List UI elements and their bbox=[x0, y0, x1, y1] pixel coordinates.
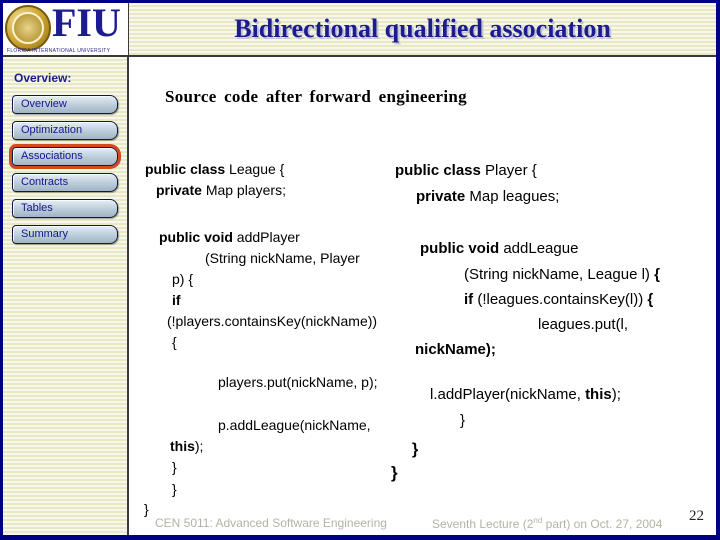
code-line: public class League { bbox=[145, 161, 284, 178]
code-line: this); bbox=[170, 438, 203, 455]
code-text: leagues.put(l, bbox=[538, 316, 629, 333]
code-line: } bbox=[172, 459, 177, 476]
sidebar-item-summary[interactable]: Summary bbox=[12, 225, 118, 244]
code-line: } bbox=[460, 412, 465, 430]
footer-lecture-pre: Seventh Lecture (2 bbox=[432, 517, 534, 531]
code-line: public void addPlayer bbox=[159, 229, 300, 246]
code-text: } bbox=[460, 412, 466, 429]
content-heading: Source code after forward engineering bbox=[165, 87, 467, 106]
code-text: (!players.containsKey(nickName)) bbox=[167, 313, 378, 329]
code-line: (String nickName, League l) { bbox=[464, 266, 660, 284]
code-keyword: if bbox=[464, 291, 478, 308]
code-line: public void addLeague bbox=[420, 240, 578, 258]
code-line: private Map leagues; bbox=[416, 188, 559, 206]
code-text: { bbox=[172, 334, 177, 350]
header-band: FIU FLORIDA INTERNATIONAL UNIVERSITY Bid… bbox=[3, 3, 716, 57]
code-line: } bbox=[144, 501, 149, 518]
fiu-logo: FIU FLORIDA INTERNATIONAL UNIVERSITY bbox=[3, 3, 129, 55]
code-line: p.addLeague(nickName, bbox=[218, 417, 371, 434]
code-line: } bbox=[172, 481, 177, 498]
sidebar-item-tables[interactable]: Tables bbox=[12, 199, 118, 218]
footer-lecture: Seventh Lecture (2nd part) on Oct. 27, 2… bbox=[432, 516, 662, 531]
code-line: (String nickName, Player bbox=[205, 250, 360, 267]
sidebar-item-associations[interactable]: Associations bbox=[12, 147, 118, 166]
code-line: p) { bbox=[172, 271, 193, 288]
main-content: Source code after forward engineering pu… bbox=[129, 57, 716, 535]
code-text: p) { bbox=[172, 271, 194, 287]
code-keyword: if bbox=[172, 292, 181, 308]
code-text: Map leagues; bbox=[469, 188, 560, 205]
code-text: (String nickName, League l) bbox=[464, 266, 655, 283]
code-keyword: } bbox=[391, 463, 398, 482]
code-text: players.put(nickName, p); bbox=[218, 374, 378, 390]
sidebar-label: Overview: bbox=[14, 71, 72, 85]
code-keyword: public void bbox=[159, 229, 237, 245]
code-line: } bbox=[412, 440, 418, 459]
sidebar-item-optimization[interactable]: Optimization bbox=[12, 121, 118, 140]
footer-course: CEN 5011: Advanced Software Engineering bbox=[155, 516, 387, 530]
code-line: players.put(nickName, p); bbox=[218, 374, 378, 391]
university-seal-icon bbox=[5, 5, 51, 51]
logo-text: FIU bbox=[52, 3, 121, 43]
logo-acronym: FIU bbox=[52, 0, 121, 45]
sidebar-item-contracts[interactable]: Contracts bbox=[12, 173, 118, 192]
code-keyword: private bbox=[156, 182, 206, 198]
code-text: (String nickName, Player bbox=[205, 250, 360, 266]
code-text: ); bbox=[611, 386, 621, 403]
code-line: leagues.put(l, bbox=[538, 316, 628, 334]
code-line: (!players.containsKey(nickName)) bbox=[167, 313, 377, 330]
code-text: } bbox=[172, 459, 177, 475]
code-text: } bbox=[144, 501, 149, 517]
code-text: ); bbox=[194, 438, 204, 454]
code-keyword: { bbox=[654, 266, 660, 283]
footer-lecture-post: part) on Oct. 27, 2004 bbox=[542, 517, 663, 531]
page-number: 22 bbox=[689, 508, 704, 524]
logo-subtext: FLORIDA INTERNATIONAL UNIVERSITY bbox=[7, 48, 111, 54]
code-keyword: nickName); bbox=[415, 341, 496, 358]
code-keyword: this bbox=[170, 438, 195, 454]
code-keyword: } bbox=[412, 441, 419, 458]
code-text: Map players; bbox=[205, 182, 286, 198]
code-text: l.addPlayer(nickName, bbox=[430, 386, 586, 403]
footer-lecture-sup: nd bbox=[533, 516, 543, 525]
code-line: if (!leagues.containsKey(l)) { bbox=[464, 291, 653, 309]
code-line: private Map players; bbox=[156, 182, 286, 199]
code-text: } bbox=[172, 481, 177, 497]
code-keyword: public class bbox=[395, 162, 486, 179]
code-line: public class Player { bbox=[395, 162, 537, 180]
code-keyword: this bbox=[585, 386, 612, 403]
code-keyword: private bbox=[416, 188, 470, 205]
code-text: (!leagues.containsKey(l)) bbox=[477, 291, 648, 308]
code-keyword: public class bbox=[145, 161, 230, 177]
code-text: Player { bbox=[485, 162, 537, 179]
code-line: nickName); bbox=[415, 341, 496, 359]
slide-inner: FIU FLORIDA INTERNATIONAL UNIVERSITY Bid… bbox=[3, 3, 716, 535]
title-zone: Bidirectional qualified association bbox=[129, 3, 716, 55]
code-line: } bbox=[391, 463, 398, 483]
sidebar-item-overview[interactable]: Overview bbox=[12, 95, 118, 114]
code-text: p.addLeague(nickName, bbox=[218, 417, 371, 433]
code-text: League { bbox=[229, 161, 285, 177]
code-keyword: public void bbox=[420, 240, 504, 257]
code-text: addPlayer bbox=[236, 229, 300, 245]
code-text: addLeague bbox=[503, 240, 579, 257]
code-line: { bbox=[172, 334, 177, 351]
code-line: if bbox=[172, 292, 181, 309]
code-line: l.addPlayer(nickName, this); bbox=[430, 386, 621, 404]
page-title: Bidirectional qualified association bbox=[234, 14, 611, 43]
code-keyword: { bbox=[647, 291, 654, 308]
